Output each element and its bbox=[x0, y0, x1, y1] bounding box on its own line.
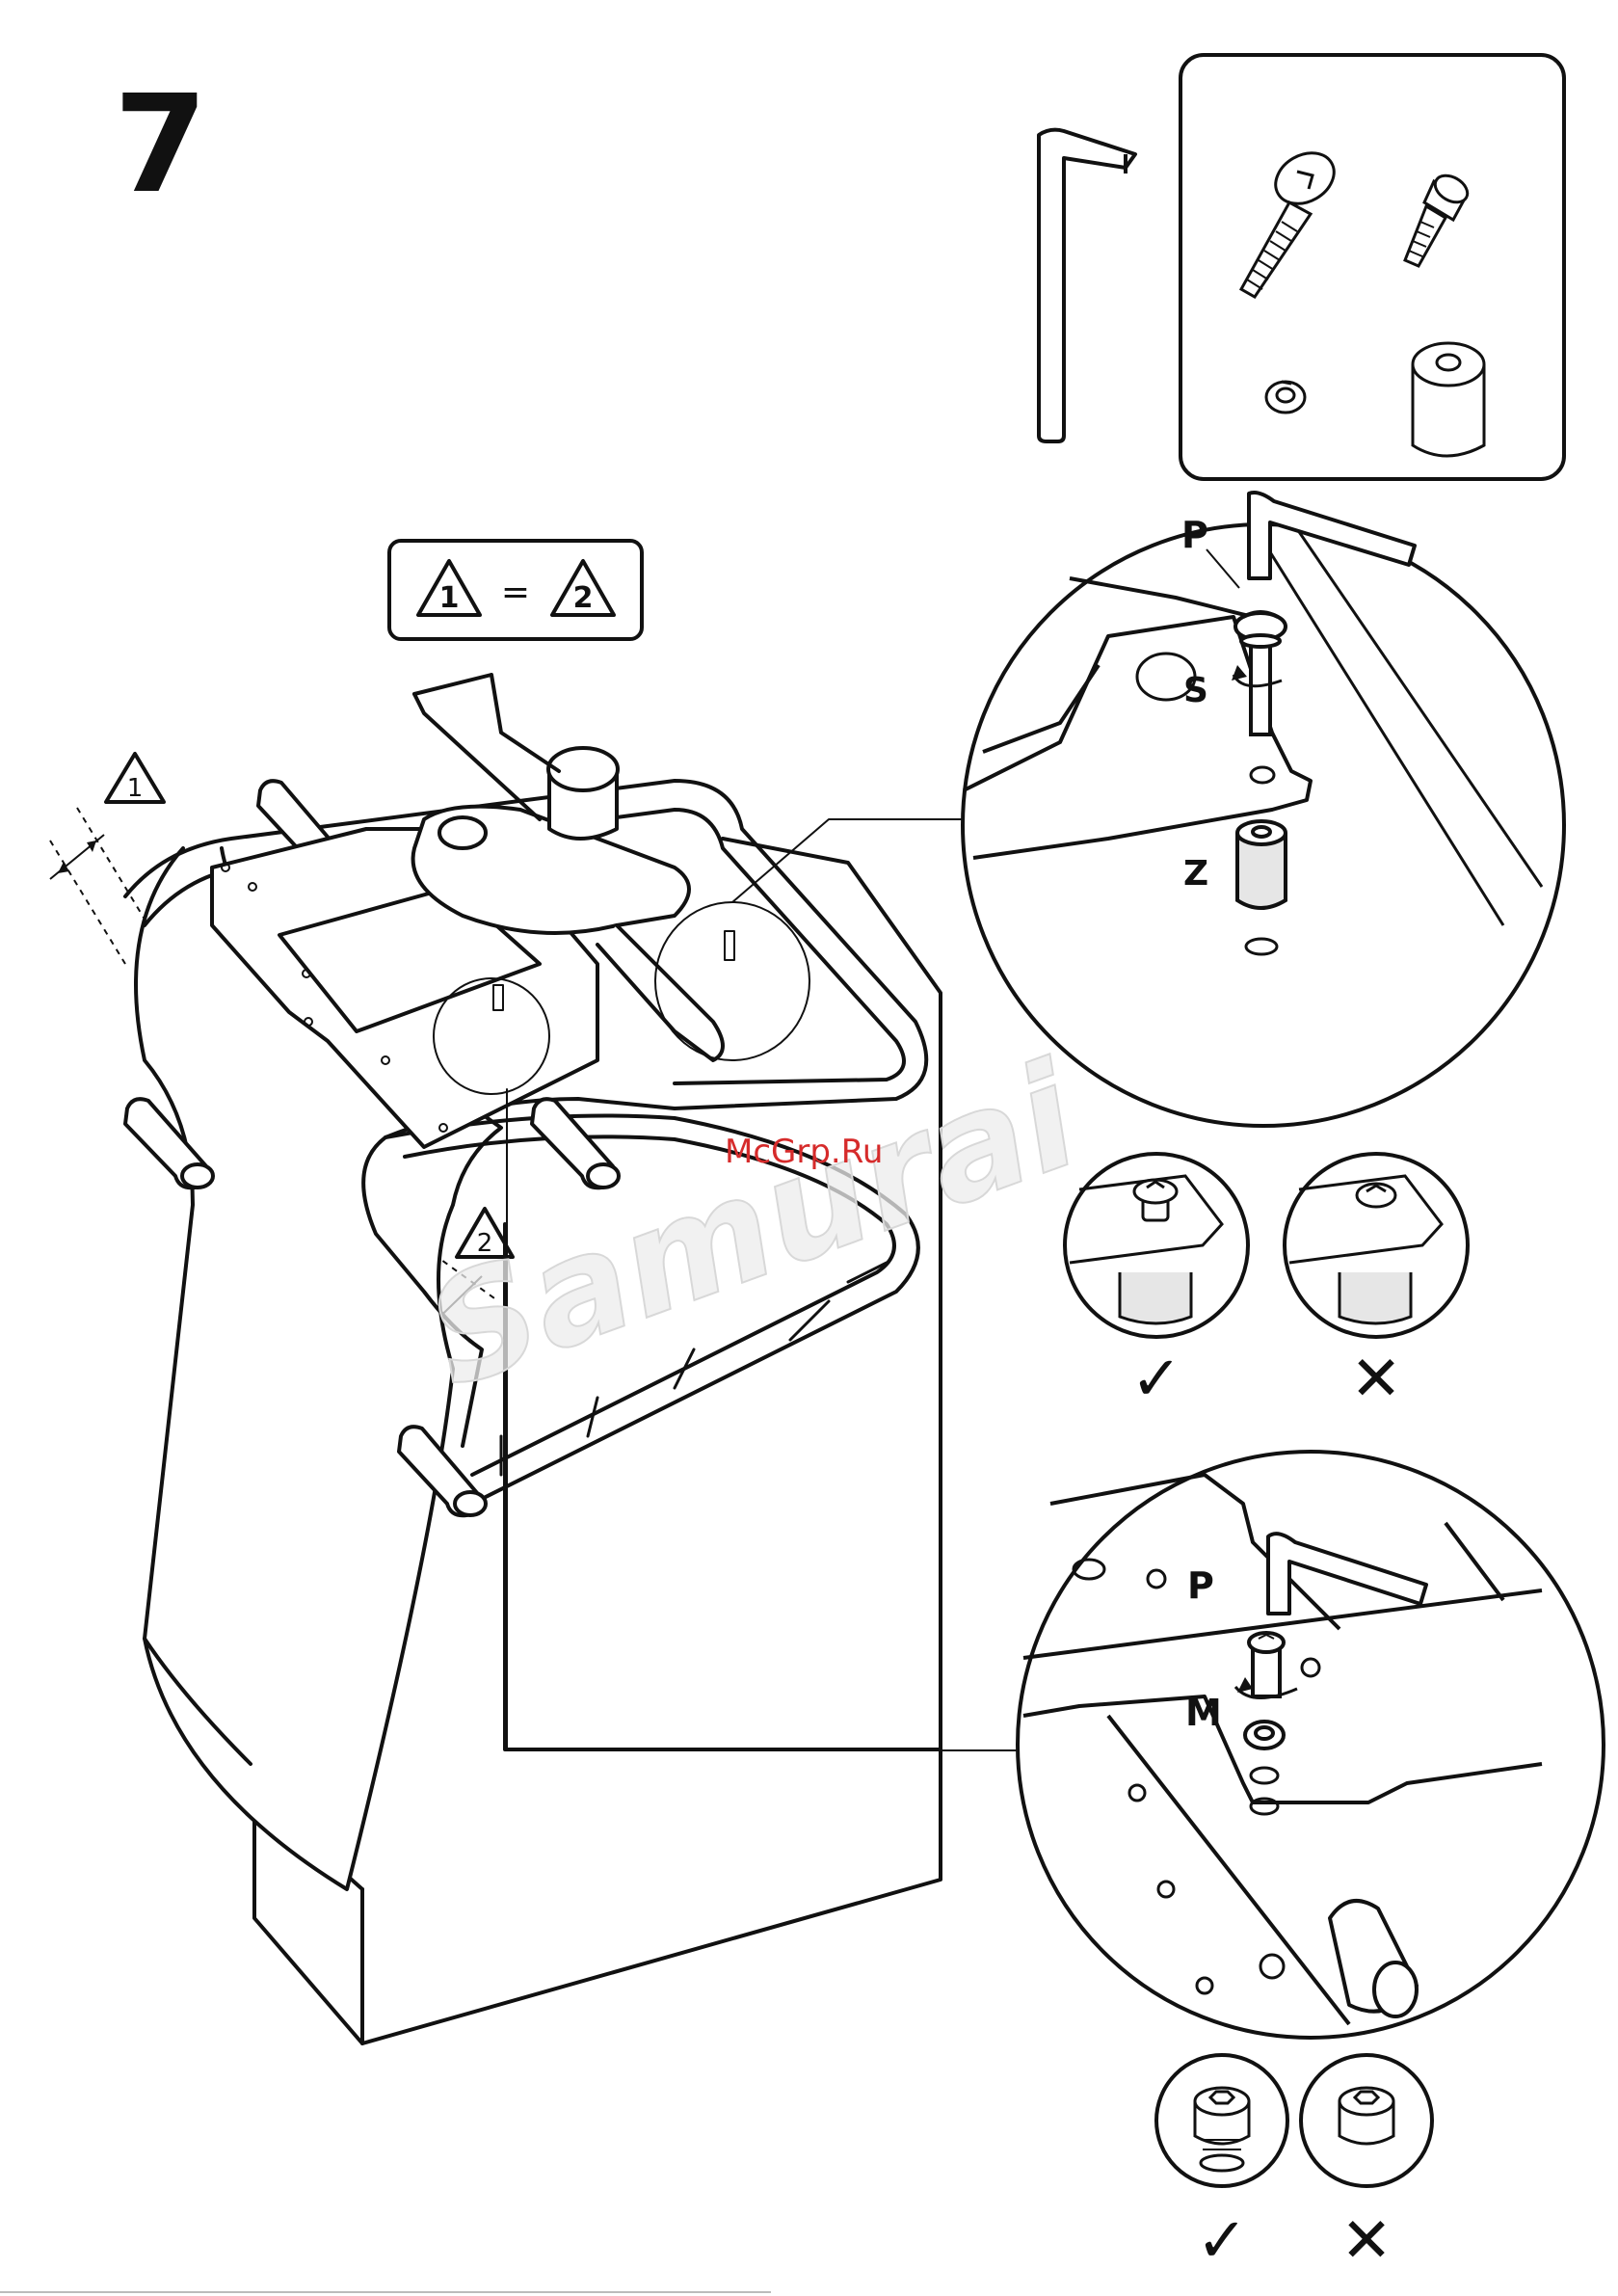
equality-left: 1 bbox=[439, 581, 460, 615]
check-mark-top: ✓ bbox=[1130, 1344, 1182, 1415]
watermark-site: McGrp.Ru bbox=[725, 1133, 883, 1171]
check-mark-bottom: ✓ bbox=[1196, 2205, 1248, 2277]
step-number: 7 bbox=[114, 67, 207, 224]
zoom-detail-screw: P M bbox=[1018, 1452, 1604, 2038]
label-m: M bbox=[1185, 1692, 1222, 1734]
cross-mark-top: ✕ bbox=[1350, 1344, 1402, 1415]
screw-incorrect-detail bbox=[1301, 2055, 1432, 2186]
label-p-bottom: P bbox=[1187, 1564, 1214, 1607]
spacer-icon bbox=[1413, 343, 1484, 456]
label-p-top: P bbox=[1181, 514, 1208, 556]
equality-note: 1 = 2 bbox=[389, 541, 642, 639]
label-s: S bbox=[1183, 671, 1208, 710]
warning-mark-1-label: 1 bbox=[127, 774, 144, 803]
spring-washer-icon bbox=[1266, 382, 1305, 413]
cross-mark-bottom: ✕ bbox=[1340, 2205, 1393, 2277]
equality-symbol: = bbox=[501, 573, 530, 612]
allen-key-icon bbox=[1039, 130, 1135, 441]
equality-right: 2 bbox=[573, 581, 594, 615]
parts-box bbox=[1180, 55, 1564, 479]
label-z: Z bbox=[1183, 854, 1208, 894]
screw-correct-detail bbox=[1156, 2055, 1287, 2186]
bolt-incorrect-detail bbox=[1285, 1154, 1468, 1337]
zoom-detail-bolt-spacer: P S Z bbox=[963, 493, 1564, 1126]
